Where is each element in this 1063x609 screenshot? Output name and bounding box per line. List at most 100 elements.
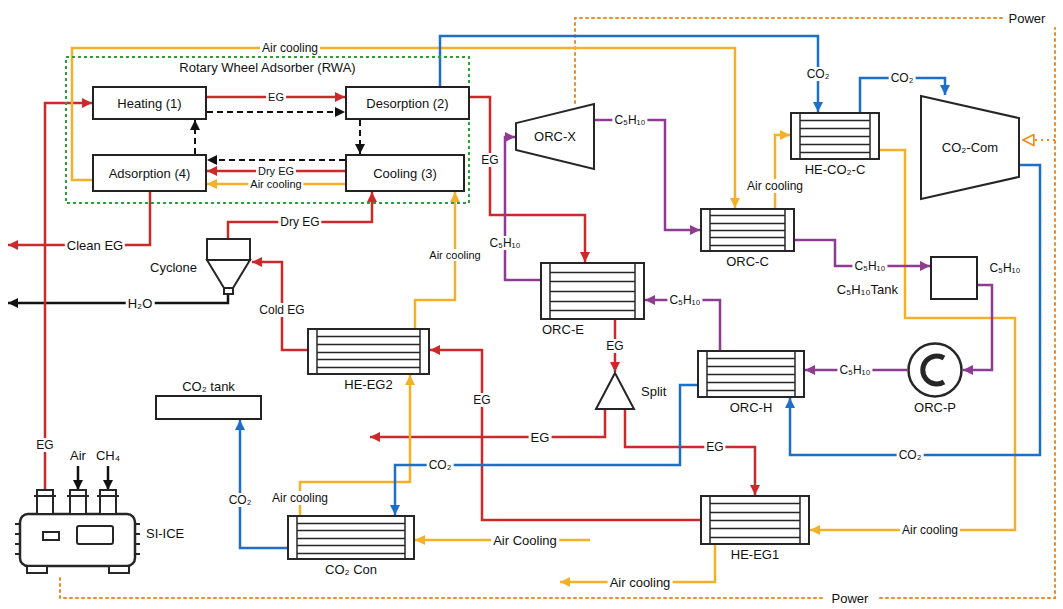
engine-symbol (15, 490, 140, 575)
node-label: Adsorption (4) (109, 166, 191, 181)
hx-stroke (707, 374, 795, 376)
flow-line (595, 120, 700, 230)
hx-stroke (297, 530, 405, 532)
node-label: Heating (1) (117, 96, 181, 111)
clean-eg-outlet (8, 192, 150, 245)
eg-outlet (370, 410, 605, 437)
tri-symbol (595, 372, 635, 410)
rwa-node: Rotary Wheel Adsorber (RWA) Heating (1) De… (65, 56, 470, 204)
flow-label: C₅H₁₀ (667, 293, 702, 307)
flow-label: CO₂ (889, 71, 916, 85)
flow-line (207, 170, 345, 173)
engine-stroke (37, 490, 53, 514)
rotation-arrow (207, 111, 345, 113)
stream-label: Power (830, 591, 871, 606)
flow-label: CO₂ (427, 458, 454, 472)
tri-node: Split (595, 372, 635, 410)
flow-line (805, 369, 907, 372)
node-label: HE-CO₂-C (805, 162, 866, 177)
rotation-arrow (207, 159, 345, 161)
cyclone-stroke (207, 239, 250, 260)
hx-stroke (701, 496, 809, 544)
stream-label: Air cooling (608, 575, 673, 590)
process-box: Cooling (3) (345, 154, 465, 192)
hx-stroke (297, 538, 405, 540)
hx-stroke (791, 113, 879, 159)
flow-line (790, 165, 1040, 455)
hx-stroke (710, 223, 785, 225)
hx-stroke (710, 512, 800, 514)
flow-line (430, 350, 700, 520)
hx-stroke (800, 128, 870, 130)
flow-label: CO₂ (897, 448, 924, 462)
flow-line (440, 36, 818, 112)
flow-label: CO₂ (227, 493, 254, 507)
hx-symbol (697, 350, 805, 398)
turbine-stroke (516, 104, 594, 169)
node-label: CO₂-Com (942, 140, 998, 155)
hx-stroke (541, 263, 644, 319)
hx-stroke (550, 310, 635, 312)
node-label: HE-EG1 (731, 547, 779, 562)
node-label: ORC-H (730, 400, 773, 415)
hx-symbol (700, 495, 810, 545)
node-label: HE-EG2 (344, 377, 392, 392)
flow-label: C₅H₁₀ (612, 113, 647, 127)
hx-node: HE-CO₂-C (790, 112, 880, 160)
rwa-stroke (66, 57, 469, 203)
node-label: CO₂ tank (182, 379, 235, 394)
stream-label: Power (1007, 11, 1048, 26)
engine-stroke (100, 490, 116, 514)
comp-stroke (921, 96, 1019, 199)
flow-line (240, 420, 287, 548)
engine-stroke (109, 566, 129, 573)
flow-line (775, 135, 790, 208)
flow-label: C₅H₁₀ (852, 259, 887, 273)
hx-node: ORC-C (700, 208, 795, 252)
hx-stroke (710, 520, 800, 522)
flow-label: EG (34, 438, 55, 452)
air-inlet (77, 466, 80, 490)
hx-stroke (550, 291, 635, 293)
hx-stroke (800, 136, 870, 138)
hx-stroke (710, 230, 785, 232)
flow-label: Air cooling (248, 178, 303, 190)
flow-label: Air cooling (745, 179, 805, 193)
flow-line (625, 410, 755, 495)
node-label: Split (641, 384, 666, 399)
engine-stroke (34, 495, 56, 497)
hx-symbol (287, 515, 415, 560)
stream-label: Air Cooling (491, 533, 559, 548)
flow-label: CO₂ (805, 67, 832, 81)
node-label: Cooling (3) (373, 166, 437, 181)
hx-stroke (710, 528, 800, 530)
hx-node: HE-EG2 (307, 328, 430, 375)
flow-line (645, 300, 720, 350)
pump-symbol (907, 342, 963, 398)
stream-label: EG (529, 430, 552, 445)
flow-line (395, 385, 697, 515)
power-line (575, 18, 1002, 103)
flow-label: Air cooling (900, 523, 960, 537)
process-box: Desorption (2) (345, 86, 470, 120)
engine-node: SI-ICE (15, 490, 140, 575)
hx-symbol (700, 208, 795, 252)
engine-stroke (77, 526, 113, 544)
node-label: SI-ICE (146, 525, 184, 540)
flow-line (228, 192, 372, 238)
air-cooling-outlet (560, 545, 715, 582)
cyclone-symbol (205, 238, 252, 295)
engine-stroke (15, 533, 20, 535)
process-box: Adsorption (4) (92, 154, 207, 192)
hx-stroke (800, 120, 870, 122)
engine-stroke (27, 566, 47, 573)
node-label: Rotary Wheel Adsorber (RWA) (65, 60, 470, 75)
hx-stroke (317, 344, 420, 346)
node-label: ORC-E (542, 322, 584, 337)
pump-stroke (923, 356, 944, 384)
hx-stroke (317, 359, 420, 361)
hx-stroke (800, 152, 870, 154)
hx-stroke (710, 215, 785, 217)
hx-symbol (790, 112, 880, 160)
